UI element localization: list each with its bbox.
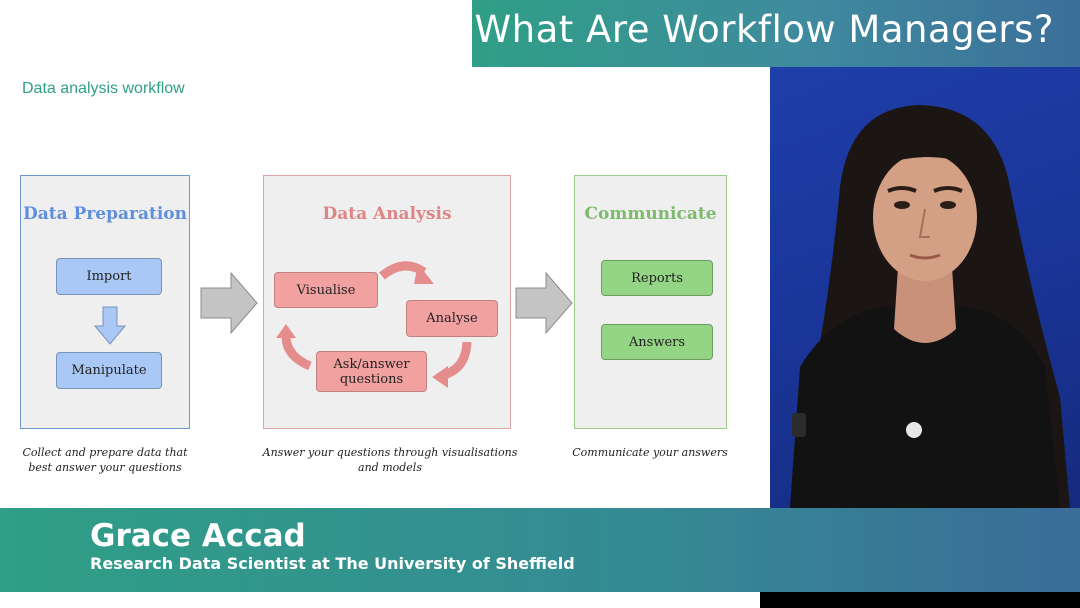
right-arrow-icon	[200, 272, 258, 334]
communicate-panel: Communicate Reports Answers	[574, 175, 727, 429]
speaker-figure	[790, 105, 1070, 508]
bottom-bar	[760, 592, 1080, 608]
reports-node: Reports	[601, 260, 713, 296]
data-preparation-panel: Data Preparation Import Manipulate	[20, 175, 190, 429]
ask-answer-line1: Ask/answer	[333, 356, 410, 372]
data-preparation-title: Data Preparation	[23, 204, 187, 224]
communicate-caption: Communicate your answers	[572, 446, 728, 459]
speaker-video	[770, 67, 1080, 508]
down-arrow-icon	[94, 306, 126, 345]
data-analysis-title: Data Analysis	[322, 204, 452, 224]
answers-node: Answers	[601, 324, 713, 360]
manipulate-node: Manipulate	[56, 352, 162, 389]
analyse-node: Analyse	[406, 300, 498, 337]
right-arrow-icon	[515, 272, 573, 334]
curved-arrow-head-icon	[276, 324, 296, 338]
ask-answer-line2: questions	[339, 371, 404, 387]
analysis-caption: Answer your questions through visualisat…	[262, 446, 518, 474]
curved-arrow-head-icon	[414, 264, 434, 284]
preparation-caption: Collect and prepare data that best answe…	[22, 446, 188, 474]
visualise-node: Visualise	[274, 272, 378, 308]
data-analysis-panel: Data Analysis Visualise Analyse Ask/answ…	[263, 175, 511, 429]
curved-arrow-icon	[281, 335, 312, 371]
lower-third-banner: Grace Accad Research Data Scientist at T…	[0, 508, 1080, 592]
curved-arrow-head-icon	[432, 366, 448, 388]
communicate-title: Communicate	[584, 204, 717, 224]
slide-heading: Data analysis workflow	[22, 80, 185, 97]
ask-answer-node: Ask/answer questions	[316, 351, 427, 392]
title-banner: What Are Workflow Managers?	[472, 0, 1080, 67]
speaker-name: Grace Accad	[90, 518, 306, 554]
import-node: Import	[56, 258, 162, 295]
cycle-arrows	[276, 261, 472, 388]
video-title: What Are Workflow Managers?	[474, 8, 1054, 51]
speaker-role: Research Data Scientist at The Universit…	[90, 554, 575, 573]
